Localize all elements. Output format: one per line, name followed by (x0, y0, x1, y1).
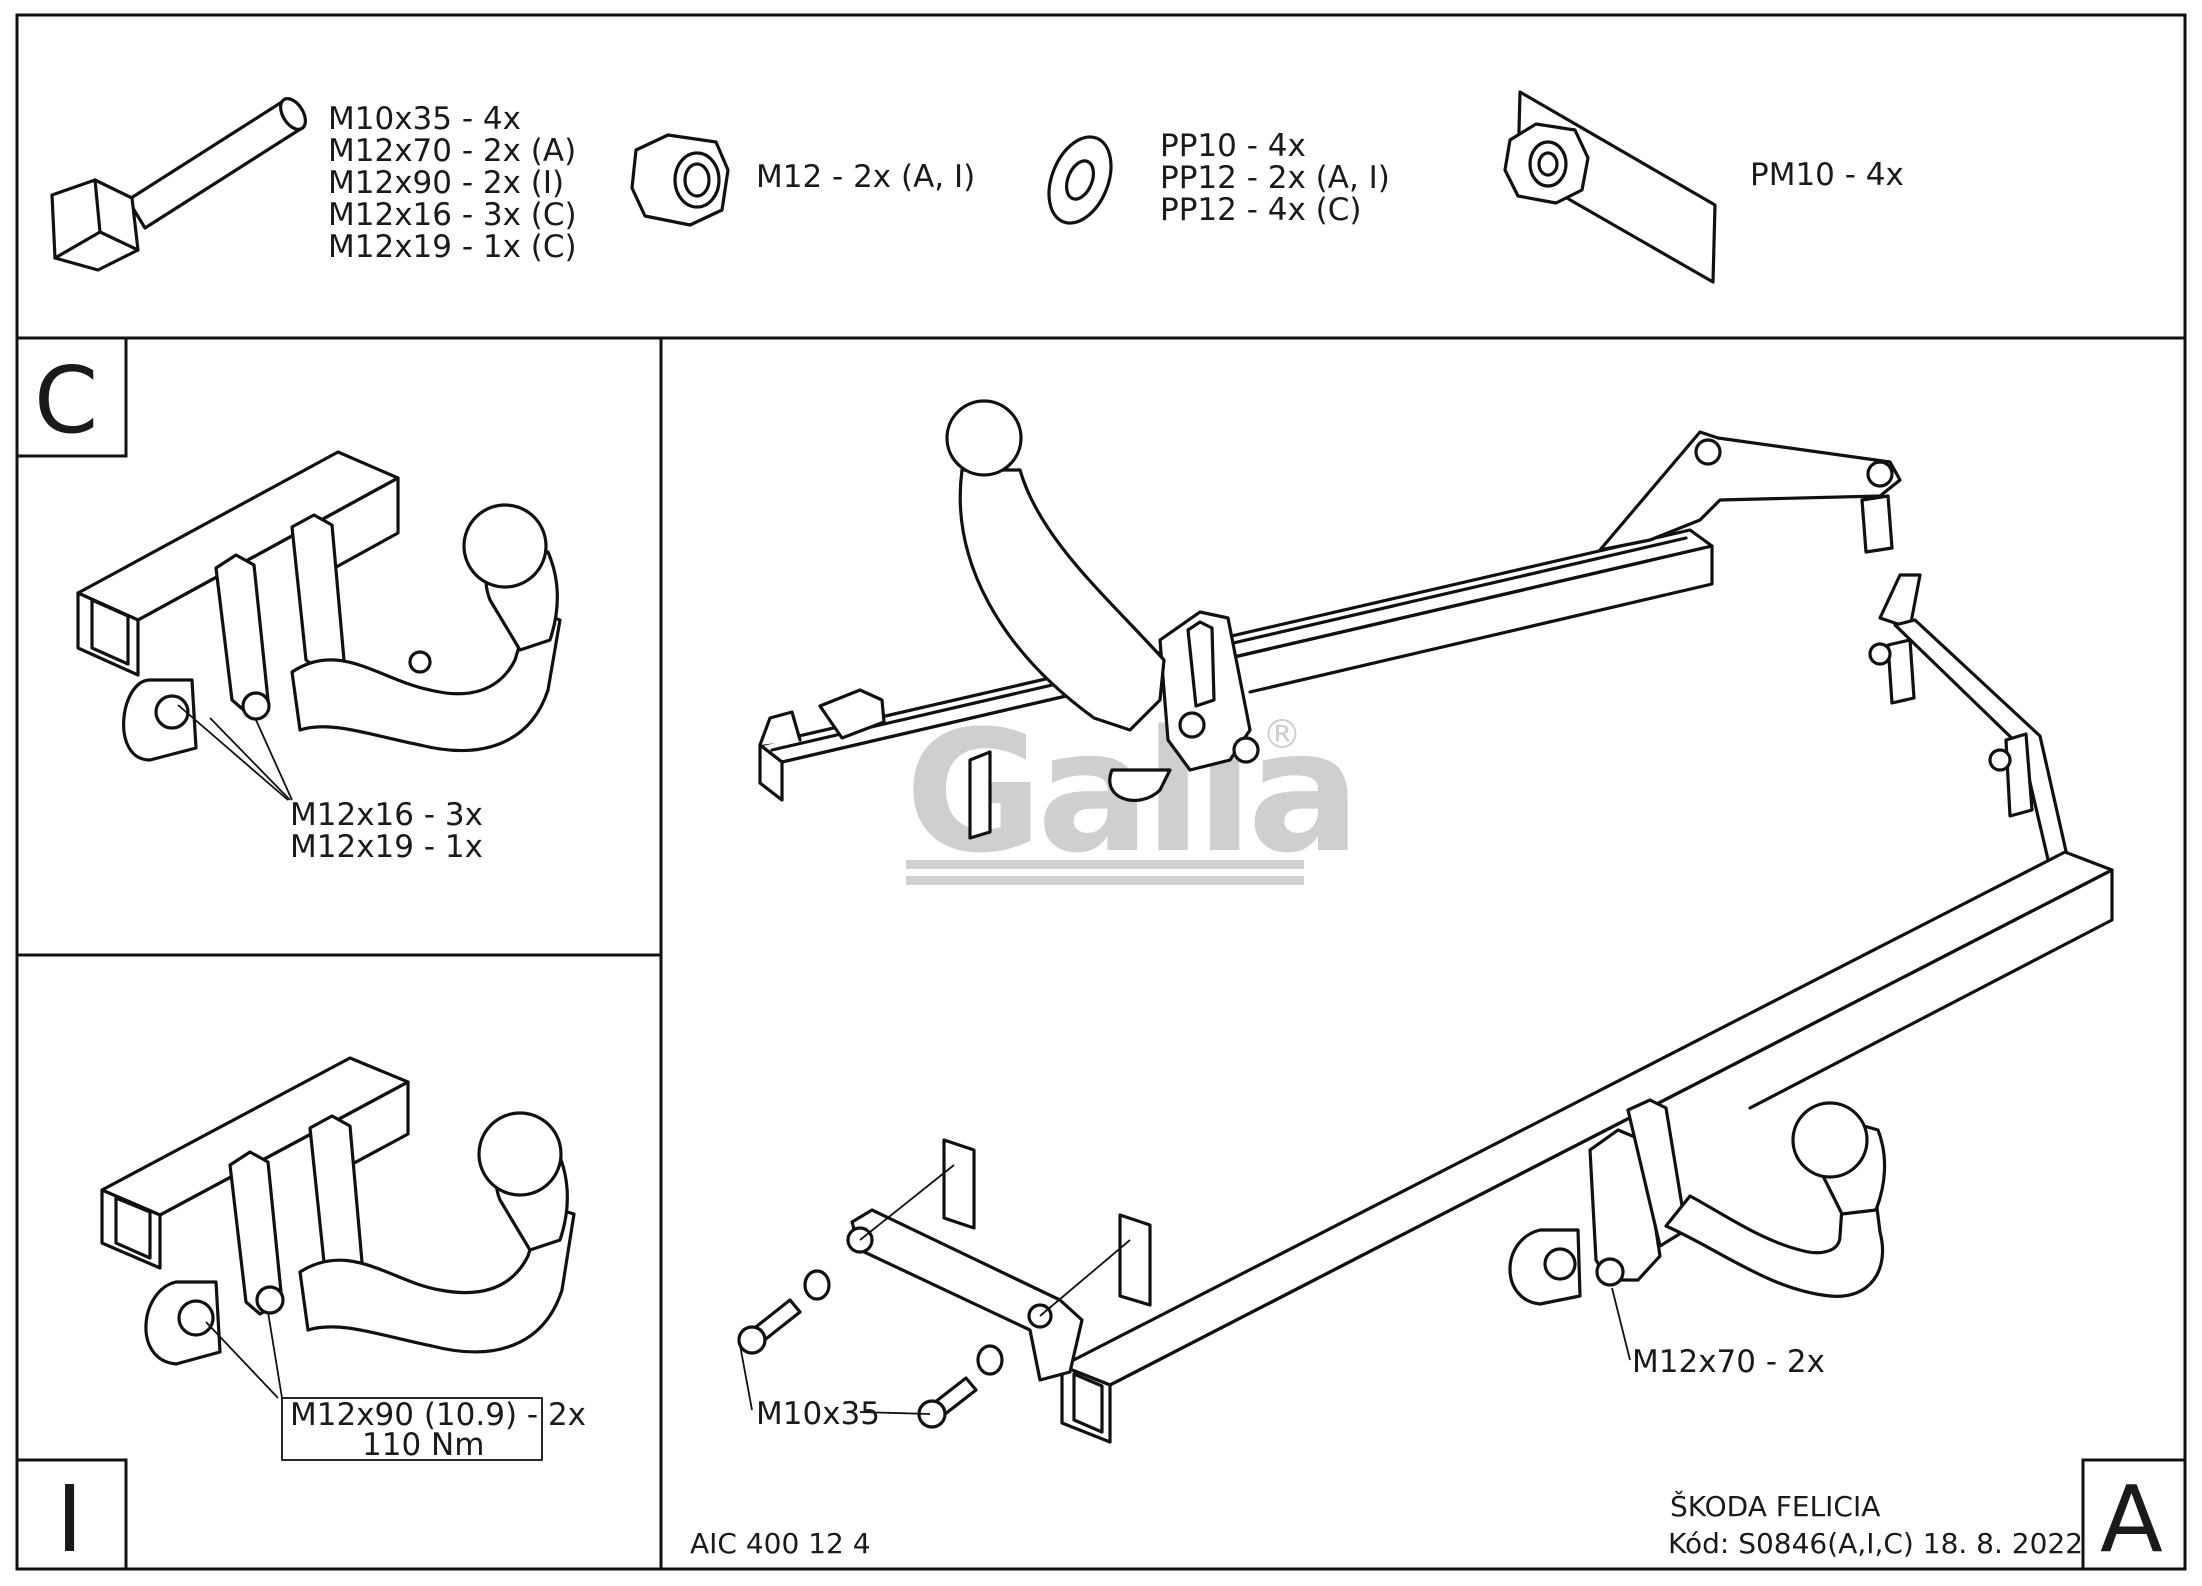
panel-a-letter: A (2100, 1466, 2163, 1573)
footer-code-right: Kód: S0846(A,I,C) 18. 8. 2022 (1668, 1527, 2083, 1560)
footer: AIC 400 12 4 ŠKODA FELICIA Kód: S0846(A,… (690, 1489, 2083, 1560)
panel-i: I M12x90 (10.9) - 2x 110 Nm (15, 1056, 586, 1573)
panel-a-callouts: M10x35 M12x70 - 2x (739, 1287, 1825, 1432)
panel-c-callout-0: M12x16 - 3x (290, 797, 483, 833)
outer-frame (15, 13, 2187, 1571)
towbar-i-illustration (100, 1056, 576, 1366)
hex-nut-icon (630, 133, 730, 227)
washer-size-0: PP10 - 4x (1160, 128, 1306, 164)
towbar-a-upper-view (758, 399, 1922, 840)
panel-a-callout-mount: M12x70 - 2x (1632, 1344, 1825, 1380)
panel-a: A (737, 399, 2187, 1573)
towbar-c-illustration (76, 450, 562, 762)
footer-vehicle: ŠKODA FELICIA (1670, 1489, 1880, 1523)
watermark-underline-2 (906, 876, 1304, 885)
panel-i-letter: I (56, 1466, 83, 1573)
panel-c-callout-1: M12x19 - 1x (290, 829, 483, 865)
footer-code-left: AIC 400 12 4 (690, 1527, 871, 1560)
panel-a-callout-bolts: M10x35 (756, 1396, 880, 1432)
torque-box (281, 1397, 543, 1461)
plate-nut-label: PM10 - 4x (1750, 157, 1904, 193)
washer-icon (1047, 135, 1113, 225)
bolt-size-4: M12x19 - 1x (C) (328, 229, 577, 265)
washer-size-list: PP10 - 4x PP12 - 2x (A, I) PP12 - 4x (C) (1160, 128, 1390, 228)
bolt-size-3: M12x16 - 3x (C) (328, 197, 577, 233)
panel-c-leaders (177, 704, 293, 801)
panel-i-letter-box (15, 1458, 128, 1571)
bolt-size-2: M12x90 - 2x (I) (328, 165, 564, 201)
plate-nut-icon (1503, 90, 1717, 284)
parts-header: M10x35 - 4x M12x70 - 2x (A) M12x90 - 2x … (50, 90, 1904, 284)
towbar-a-lower-view (737, 850, 2114, 1444)
watermark-underline-1 (906, 860, 1304, 869)
panel-i-leaders (205, 1311, 283, 1399)
panel-c: C M12x16 - 3x M12 (15, 336, 562, 865)
bolt-icon (50, 97, 307, 272)
nut-label: M12 - 2x (A, I) (756, 159, 975, 195)
panel-c-letter-box (15, 336, 128, 458)
bolt-size-list: M10x35 - 4x M12x70 - 2x (A) M12x90 - 2x … (328, 101, 577, 265)
side-mount-brackets (1868, 618, 2070, 870)
watermark-registered: ® (1262, 712, 1302, 758)
panel-i-callout-0: M12x90 (10.9) - 2x (290, 1397, 586, 1433)
panel-i-callout-1: 110 Nm (362, 1427, 484, 1463)
bolt-size-0: M10x35 - 4x (328, 101, 521, 137)
panel-a-letter-box (2081, 1458, 2187, 1571)
panel-c-letter: C (34, 347, 98, 454)
bolt-size-1: M12x70 - 2x (A) (328, 133, 576, 169)
washer-size-2: PP12 - 4x (C) (1160, 192, 1362, 228)
washer-size-1: PP12 - 2x (A, I) (1160, 160, 1390, 196)
